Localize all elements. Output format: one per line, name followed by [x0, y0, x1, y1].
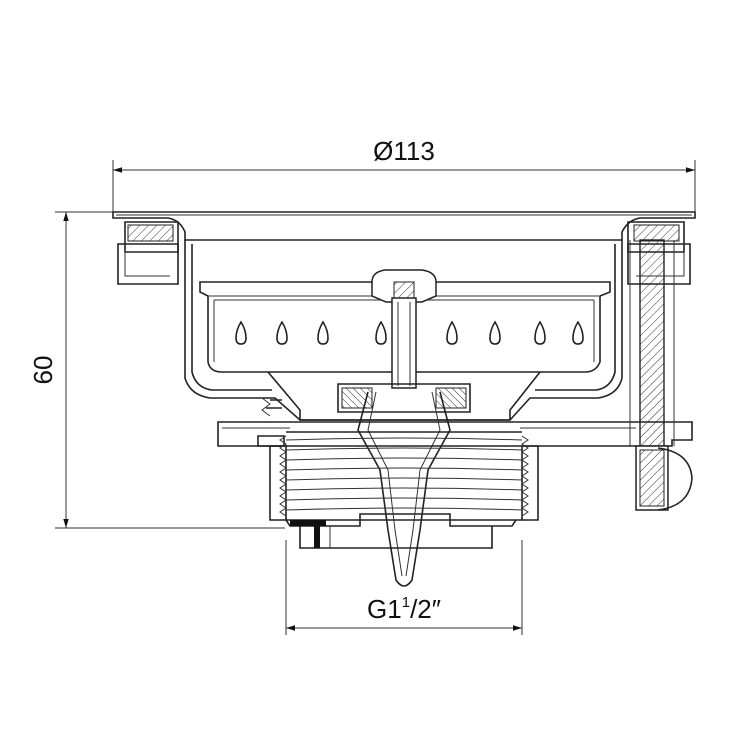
thread-label: G11/2″ — [367, 594, 441, 624]
right-clip — [627, 221, 691, 285]
top-flange — [112, 211, 696, 241]
right-bolt — [629, 239, 693, 511]
diameter-dimension: Ø113 — [112, 136, 696, 212]
thread-dimension: G11/2″ — [285, 540, 523, 635]
diameter-label: Ø113 — [373, 136, 435, 166]
basket — [199, 281, 611, 373]
height-label: 60 — [28, 356, 58, 385]
left-clip — [117, 221, 179, 285]
stopper-cage — [357, 391, 451, 587]
center-knob — [371, 269, 437, 389]
basket-holes — [235, 320, 584, 345]
thread-lines — [285, 437, 523, 511]
mounting-plate — [217, 421, 693, 447]
height-dimension: 60 — [28, 211, 285, 529]
bottom-outlet — [285, 513, 517, 549]
